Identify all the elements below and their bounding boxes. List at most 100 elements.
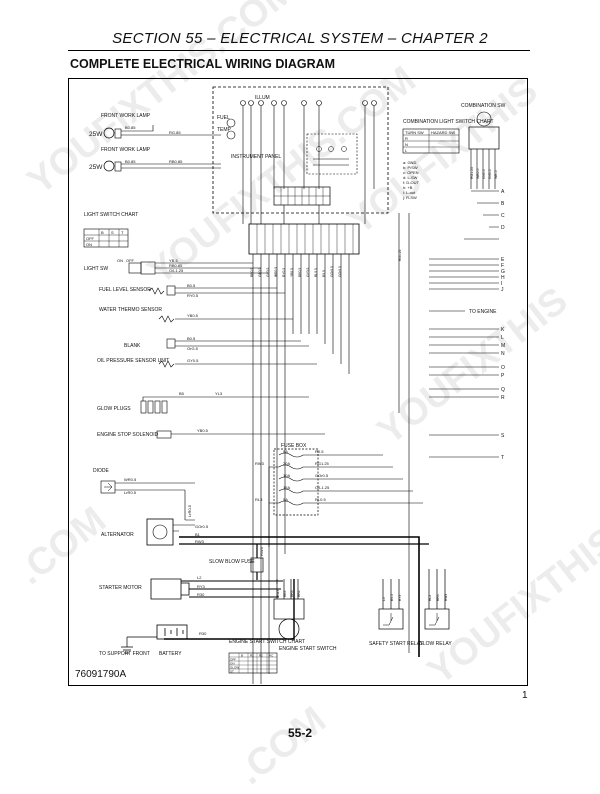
eng-h-b: B xyxy=(241,654,243,658)
temp-gauge-label: TEMP xyxy=(217,127,232,133)
alt-w0: GOr0.5 xyxy=(195,524,209,529)
fuse-out-2: GOr0.5 xyxy=(315,473,329,478)
light-sw-off: OFF xyxy=(126,258,135,263)
light-h-b: B xyxy=(101,230,104,235)
main-harness-connector xyxy=(248,223,360,255)
ign-w2: RR3 xyxy=(290,590,294,597)
conn-r-5: F xyxy=(501,263,504,269)
glow-plug-symbols xyxy=(140,396,309,414)
lamp-1-icon xyxy=(103,127,115,139)
fuse-box-label: FUSE BOX xyxy=(281,443,307,449)
water-sensor-icon xyxy=(158,315,175,323)
fuel-sensor-l1: FUEL LEVEL SENSOR xyxy=(99,287,151,293)
alt-w1: B1 xyxy=(195,532,201,537)
trunk-2: GY0.5 xyxy=(266,267,270,277)
lamp-1-watt: 25W xyxy=(89,131,103,138)
light-r-on: ON xyxy=(86,242,92,247)
light-sw-on: ON xyxy=(117,258,123,263)
trunk-11: GOr0.5 xyxy=(338,266,342,277)
water-sensor-label: WATER THERMO SENSOR xyxy=(99,307,162,313)
fuse-0: 5A xyxy=(283,449,288,454)
battery-icon xyxy=(164,628,184,636)
combo-legend-2: c: OPEN xyxy=(403,170,419,175)
alternator-wires xyxy=(173,524,195,532)
ign-w3: RR2 xyxy=(297,590,301,597)
alt-w2: RW3 xyxy=(195,539,205,544)
ign-w0: RW3 xyxy=(276,590,280,597)
ign-label-1: ENGINE START SWITCH xyxy=(279,646,337,652)
combo-r3: L xyxy=(405,148,408,153)
trunk-3: WR0.5 xyxy=(274,267,278,277)
battery-w0: R30 xyxy=(199,631,207,636)
battery-body xyxy=(156,624,188,640)
trunk-7: GY0.5 xyxy=(306,267,310,277)
slow-w0: RW3 xyxy=(259,546,264,556)
lamp-2-wire-a: B0.85 xyxy=(125,159,136,164)
starter-icon xyxy=(150,578,190,600)
lsw-w2: O/L1.25 xyxy=(169,268,184,273)
light-chart-label: LIGHT SWITCH CHART xyxy=(84,212,138,218)
light-h-t: T xyxy=(121,230,124,235)
trunk-12: RG1.25 xyxy=(398,249,402,261)
ign-w1: RB3 xyxy=(283,590,287,597)
light-sw-connector xyxy=(140,261,156,275)
fuel-w0: B0.5 xyxy=(187,283,196,288)
fuse-symbols xyxy=(268,452,423,547)
diode-icon xyxy=(104,482,113,492)
battery-feed xyxy=(164,579,295,640)
fuse-out-0: R0.5 xyxy=(315,449,324,454)
glow-plugs-label: GLOW PLUGS xyxy=(97,406,131,412)
oil-w0: GY0.5 xyxy=(187,358,199,363)
trunk-8: RL0.5 xyxy=(314,268,318,277)
fuel-sensor-icon xyxy=(148,287,165,295)
lamp-2-wire-b: RB0.85 xyxy=(169,159,183,164)
combo-sw-label: COMBINATION SW xyxy=(461,103,506,109)
combo-h1: TURN SW xyxy=(405,130,424,135)
glow-relay-label: GLOW RELAY xyxy=(419,641,452,647)
fuel-sensor-wires xyxy=(175,287,285,294)
combo-code-0: RG1.25 xyxy=(470,167,474,179)
conn-r-12: M xyxy=(501,343,505,349)
light-sw-label: LIGHT SW xyxy=(84,266,108,272)
lamp-1-wire-b: RG.85 xyxy=(169,130,181,135)
diode-w2: LrR0.5 xyxy=(187,504,192,517)
warning-lamp-block xyxy=(306,133,358,175)
fuel-gauge-label: FUEL xyxy=(217,115,230,121)
glow-relay-icon xyxy=(429,613,440,626)
trunk-5: YB0.5 xyxy=(290,268,294,277)
fuse-box-outline xyxy=(273,448,319,516)
gr-w0: RL3 xyxy=(428,595,432,601)
combo-legend-1: b: P/SW xyxy=(403,165,418,170)
trunk-4: RY0.5 xyxy=(282,268,286,277)
eng-h-r1: R1 xyxy=(250,654,254,658)
lamp-2-conn xyxy=(114,161,122,172)
conn-r-1: B xyxy=(501,201,505,207)
illum-label: ILLUM xyxy=(255,95,270,101)
combo-legend-0: a: GND xyxy=(403,160,416,165)
light-chart-table xyxy=(83,228,129,248)
oil-sensor-icon xyxy=(158,360,175,368)
trunk-10: GOr0.5 xyxy=(330,266,334,277)
conn-r-19: T xyxy=(501,455,504,461)
conn-r-13: N xyxy=(501,351,505,357)
combo-code-3: GrG.5 xyxy=(488,169,492,179)
lamp-1-conn xyxy=(114,128,122,139)
conn-r-16: Q xyxy=(501,387,505,393)
instrument-panel-box xyxy=(212,86,389,214)
conn-r-2: C xyxy=(501,213,505,219)
safety-w2: RY3 xyxy=(398,594,402,601)
fuse-4: 5A xyxy=(283,497,288,502)
blank-wires xyxy=(175,340,309,347)
starter-w2: R30 xyxy=(197,592,205,597)
fuse-out-3: O/L1.25 xyxy=(315,485,330,490)
stop-w0: YB0.5 xyxy=(197,428,209,433)
eng-r-glow: GLOW xyxy=(230,666,239,670)
eng-h-ac: AC xyxy=(269,654,274,658)
slow-blow-label: SLOW BLOW FUSE xyxy=(209,559,255,565)
conn-r-17: R xyxy=(501,395,505,401)
blank-conn xyxy=(166,338,176,349)
lamp-2-watt: 25W xyxy=(89,164,103,171)
combo-r2: N xyxy=(405,142,408,147)
starter-w0: L2 xyxy=(197,575,202,580)
engine-chart-table xyxy=(228,652,278,674)
